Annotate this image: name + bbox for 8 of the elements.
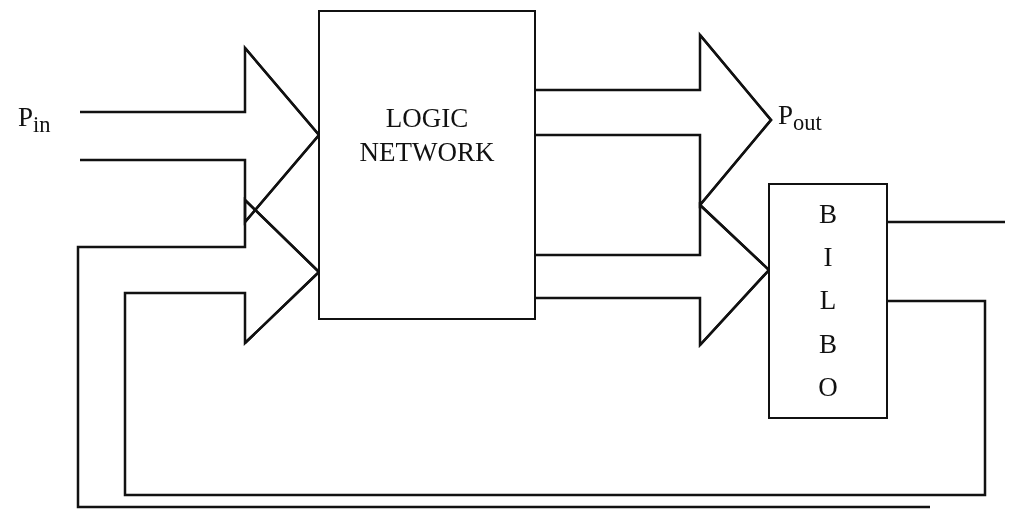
bus-arrow — [76, 197, 987, 509]
signal-label: P$_{in}$ — [18, 102, 78, 146]
block-label: BILBO — [817, 198, 839, 404]
block-box — [768, 183, 888, 419]
block-box — [318, 10, 536, 320]
signal-label: P$_{out}$ — [770, 100, 856, 144]
block-label: LOGIC NETWORK — [358, 102, 496, 169]
output-line — [888, 220, 1005, 224]
